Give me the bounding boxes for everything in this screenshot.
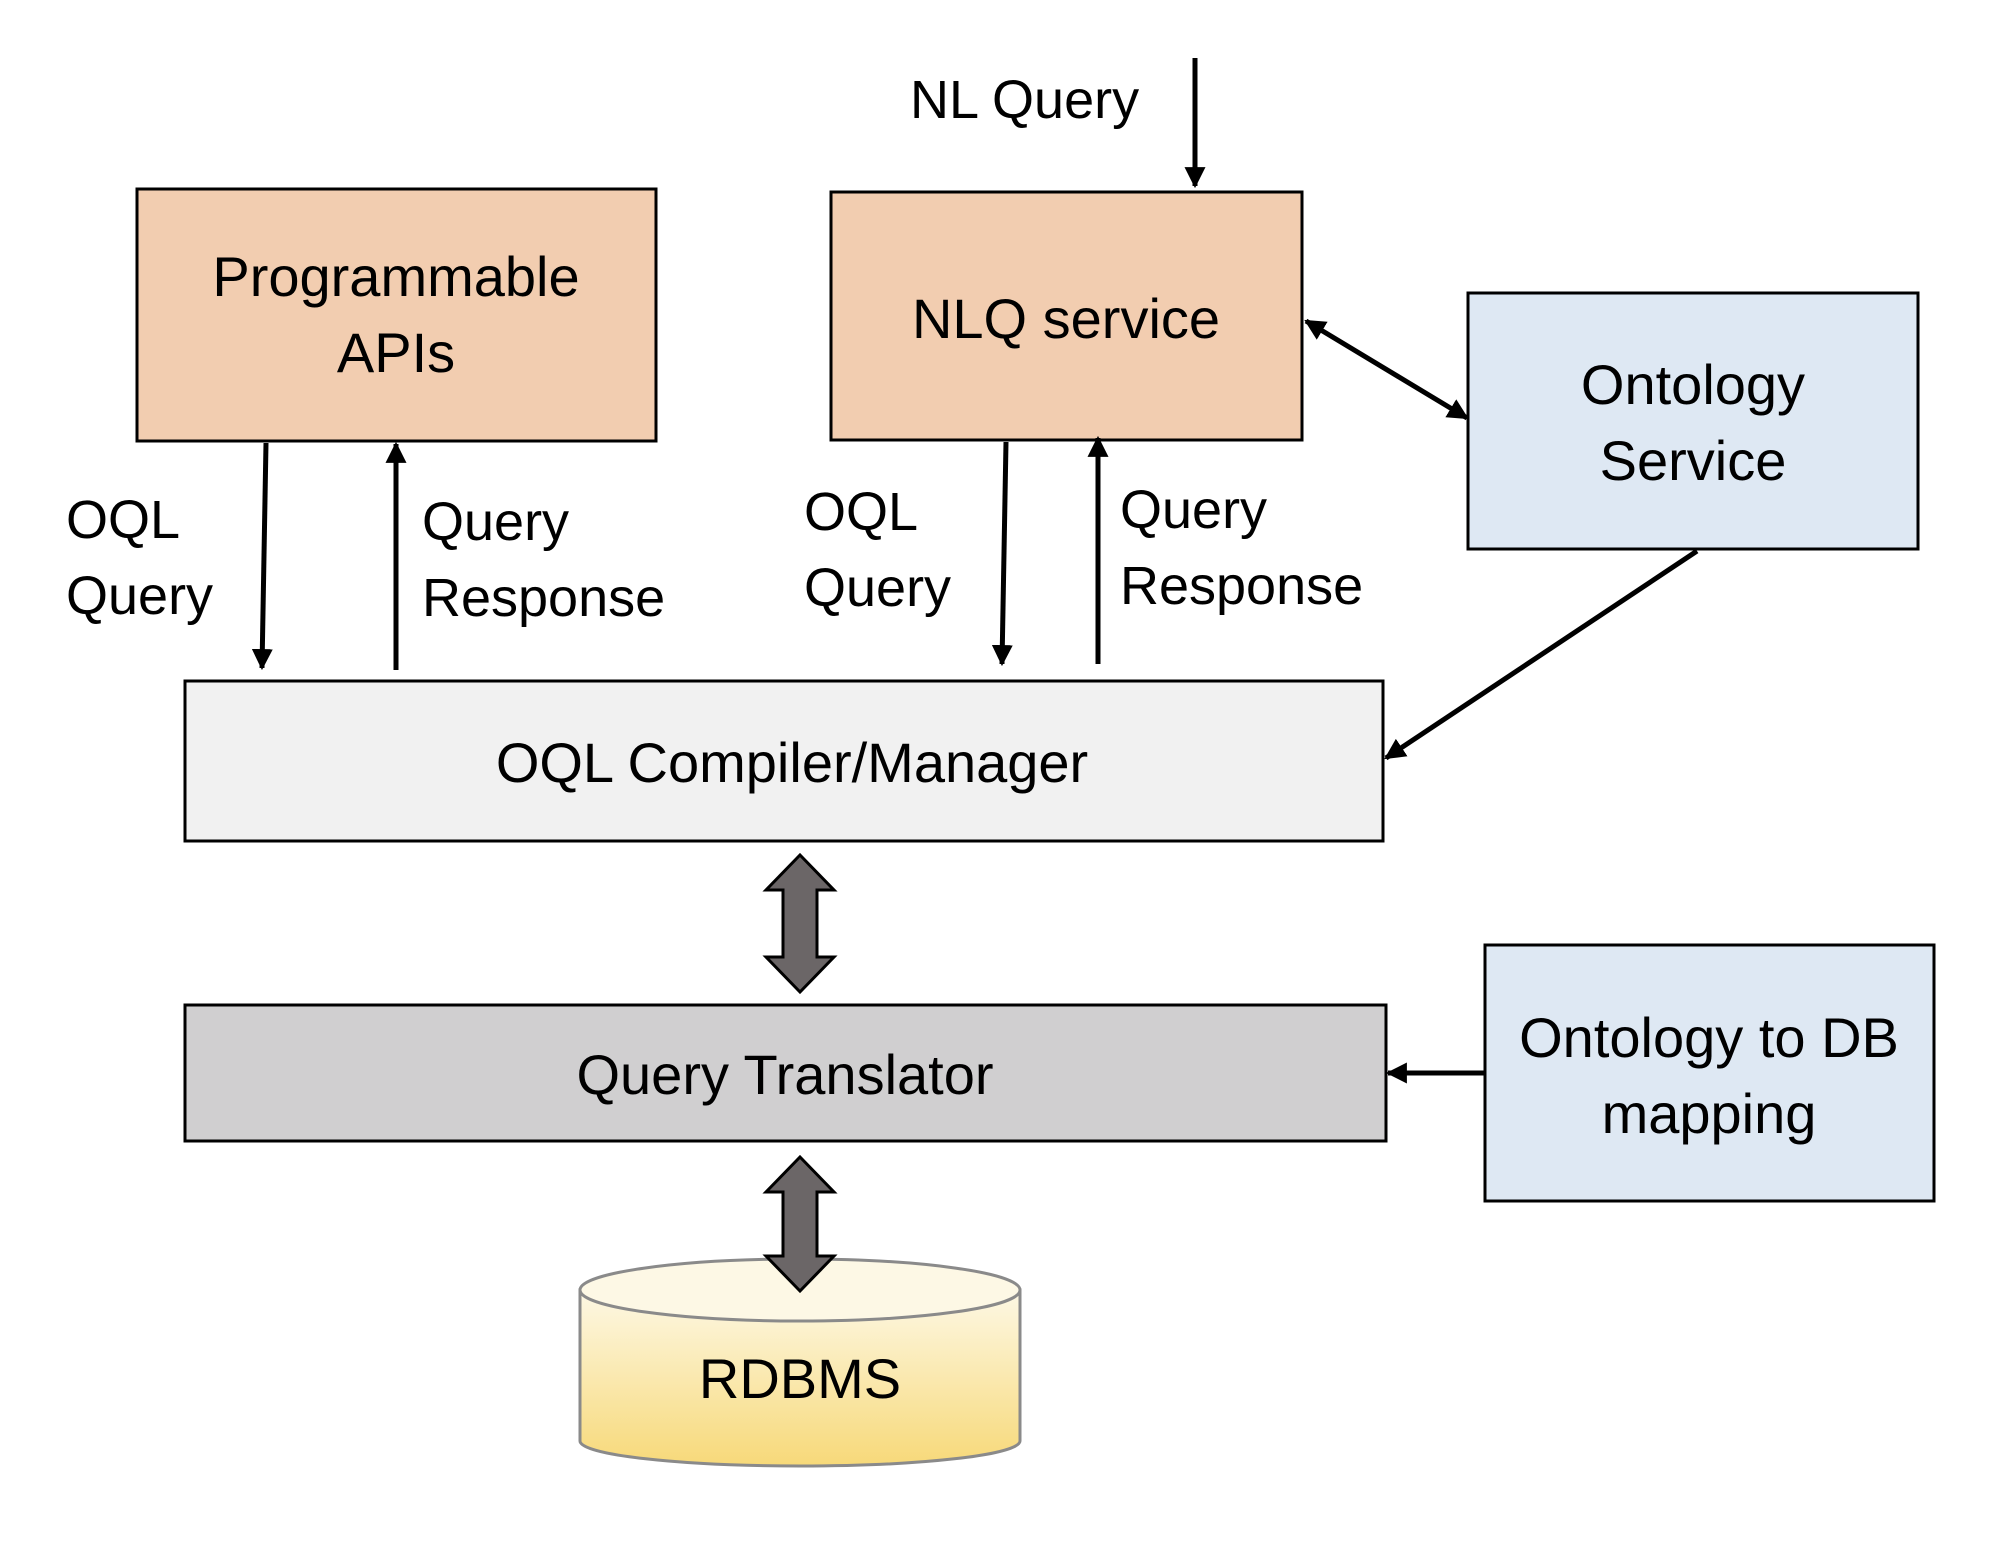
nlq-ontology-double-arrow [1304,318,1469,421]
rdbms-cylinder-body [578,1288,1022,1468]
programmable-apis-box [135,187,658,443]
nl-query-label: NL Query [910,70,1139,130]
oql-compiler-manager-box [183,679,1385,843]
translator-rdbms-block-arrow [762,1154,838,1294]
ontology-service-label-line1: Ontology [1581,353,1805,416]
ontology-db-mapping-label-line1: Ontology to DB [1519,1006,1899,1069]
ontology-to-compiler-arrow [1384,548,1699,761]
oql-compiler-manager-label: OQL Compiler/Manager [496,731,1088,794]
nlq-service-box [829,190,1304,442]
query-translator-label: Query Translator [576,1043,993,1106]
api-oql-query-label-line2: Query [66,566,213,626]
api-query-response-label-line2: Response [422,568,665,628]
ontology-db-mapping-box [1483,943,1936,1203]
ontology-db-mapping-label-line2: mapping [1602,1082,1817,1145]
ontology-service-label-line2: Service [1600,429,1787,492]
ontology-service-box [1466,291,1920,551]
nlq-oql-query-arrow [991,441,1013,667]
nlq-oql-query-label-line1: OQL [804,482,918,542]
nlq-service-label: NLQ service [912,287,1220,350]
api-oql-query-label-line1: OQL [66,490,180,550]
nlq-query-response-label-line2: Response [1120,556,1363,616]
api-oql-query-arrow [251,442,273,671]
programmable-apis-label-line1: Programmable [212,245,579,308]
compiler-translator-block-arrow [762,852,838,995]
rdbms-label: RDBMS [699,1347,901,1410]
programmable-apis-label-line2: APIs [337,321,455,384]
rdbms-cylinder [578,1257,1022,1468]
nlq-oql-query-label-line2: Query [804,558,951,618]
api-query-response-label-line1: Query [422,492,569,552]
nlq-query-response-label-line1: Query [1120,480,1267,540]
query-translator-box [183,1003,1388,1143]
